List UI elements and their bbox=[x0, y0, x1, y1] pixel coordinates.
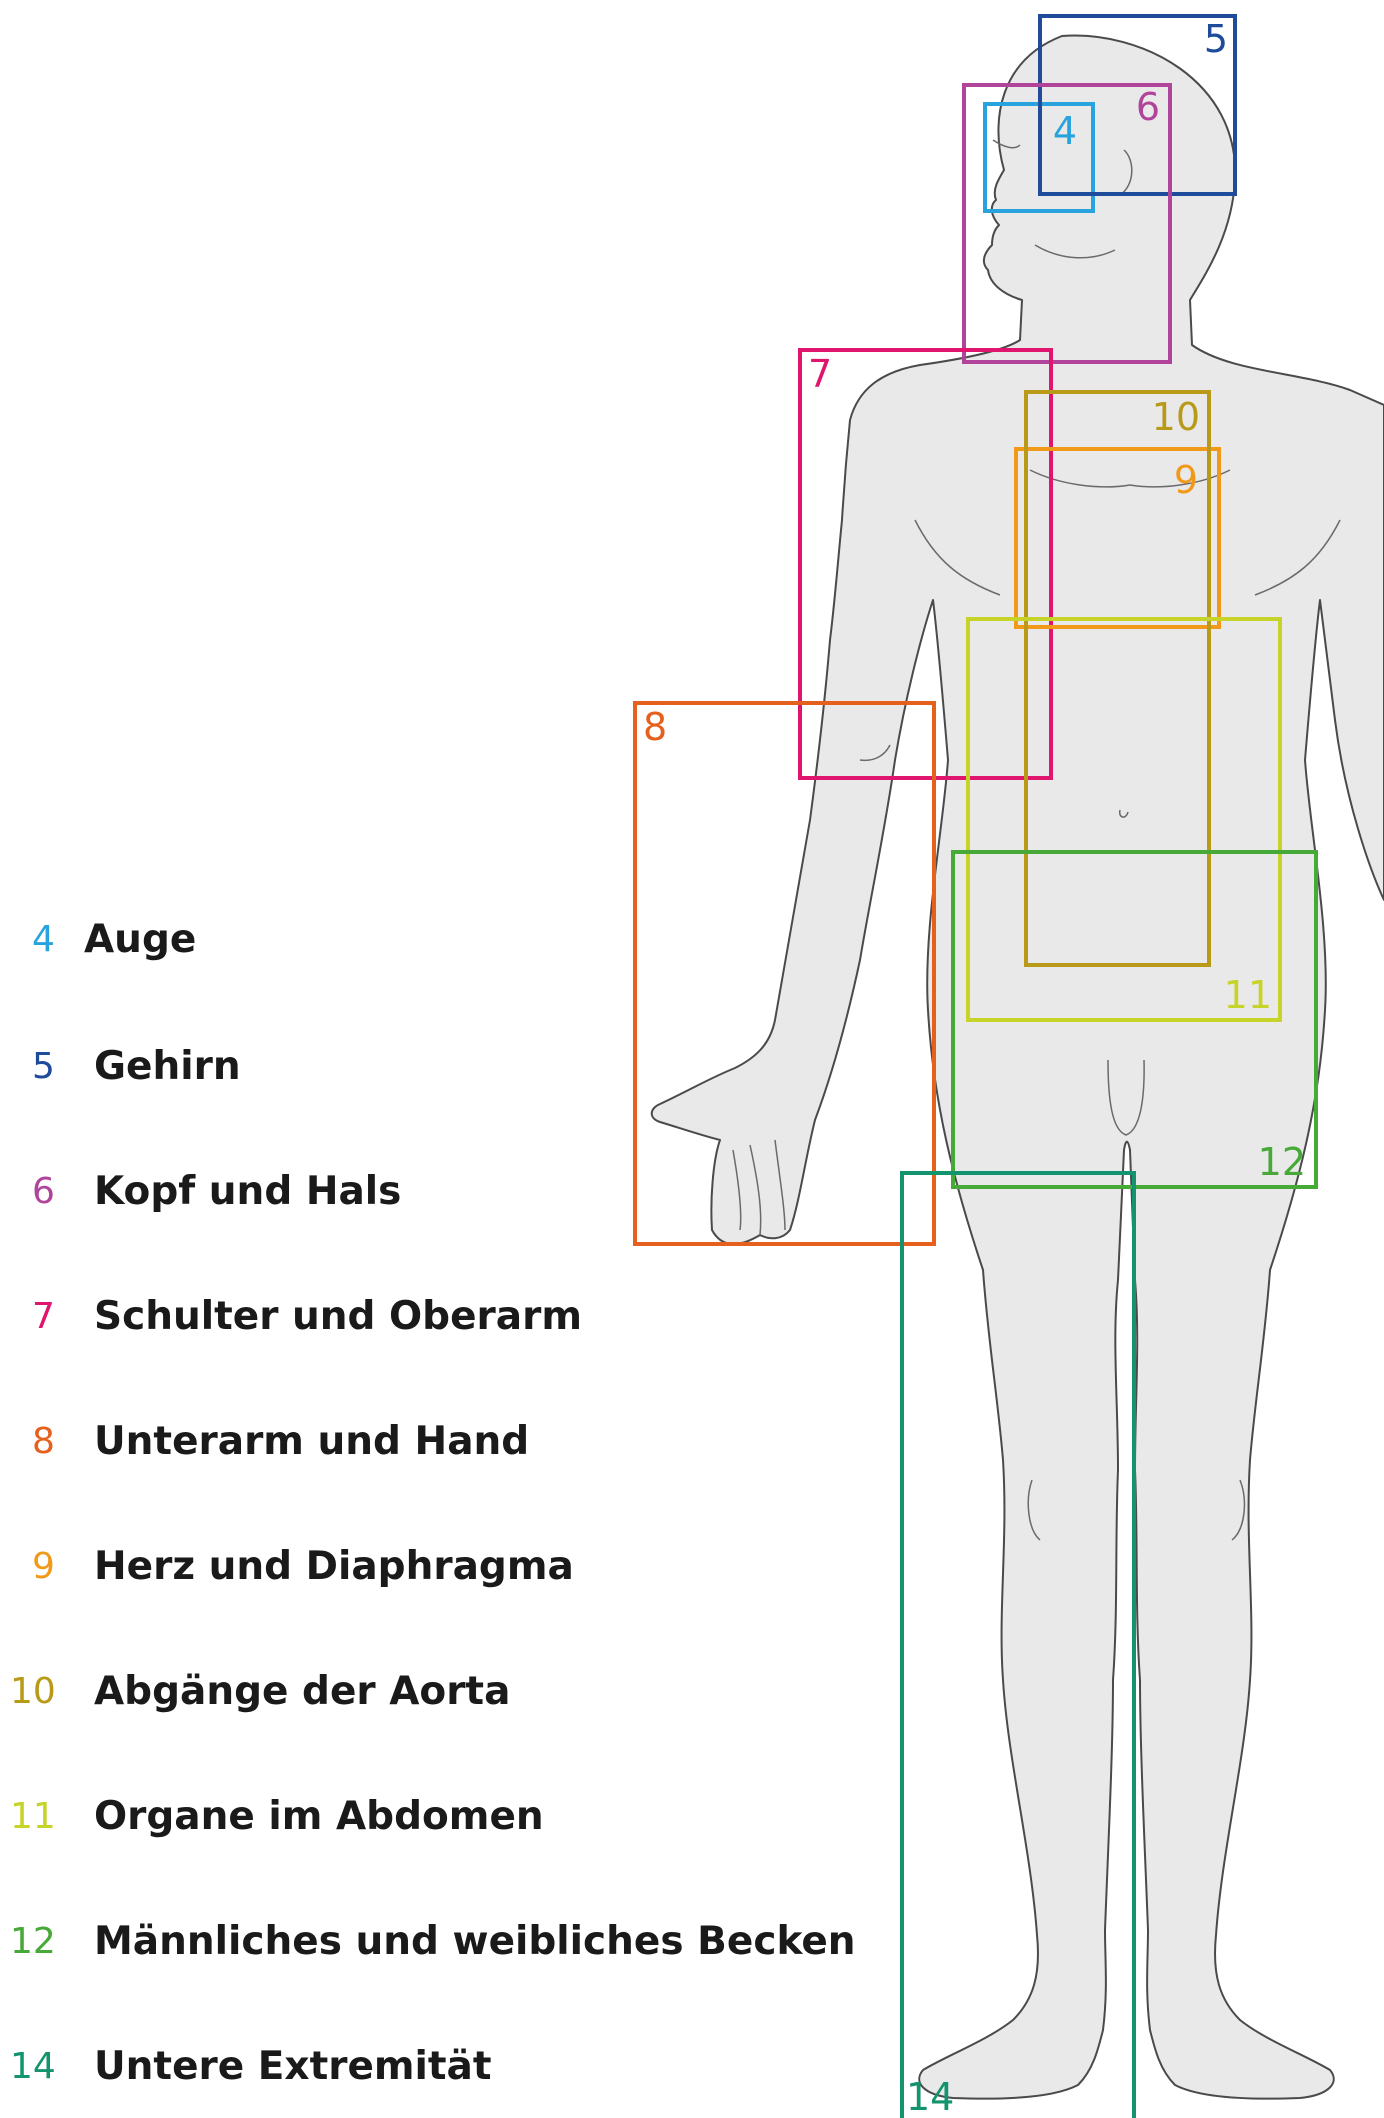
legend: 4 Auge 5 Gehirn 6 Kopf und Hals 7 Schulter und … bbox=[0, 0, 760, 2118]
legend-number: 8 bbox=[32, 1412, 55, 1472]
region-box-number-12: 12 bbox=[1258, 1140, 1306, 1184]
region-box-number-4: 4 bbox=[1053, 109, 1077, 153]
legend-label: Abgänge der Aorta bbox=[94, 1662, 510, 1722]
human-silhouette bbox=[652, 36, 1384, 2099]
legend-label: Gehirn bbox=[94, 1037, 241, 1097]
legend-number: 6 bbox=[32, 1162, 55, 1222]
legend-number: 7 bbox=[32, 1287, 55, 1347]
region-box-number-7: 7 bbox=[808, 352, 832, 396]
region-box-number-14: 14 bbox=[906, 2075, 954, 2118]
legend-number: 11 bbox=[10, 1787, 56, 1847]
region-box-number-5: 5 bbox=[1204, 17, 1228, 61]
legend-label: Männliches und weibliches Becken bbox=[94, 1912, 856, 1972]
legend-number: 5 bbox=[32, 1037, 55, 1097]
legend-number: 4 bbox=[32, 910, 55, 970]
legend-label: Herz und Diaphragma bbox=[94, 1537, 574, 1597]
region-box-number-10: 10 bbox=[1152, 395, 1200, 439]
legend-label: Auge bbox=[84, 910, 196, 970]
legend-number: 12 bbox=[10, 1912, 56, 1972]
legend-number: 14 bbox=[10, 2037, 56, 2097]
legend-label: Kopf und Hals bbox=[94, 1162, 401, 1222]
region-box-number-6: 6 bbox=[1136, 85, 1160, 129]
legend-number: 10 bbox=[10, 1662, 56, 1722]
legend-label: Untere Extremität bbox=[94, 2037, 492, 2097]
region-box-number-9: 9 bbox=[1174, 458, 1198, 502]
legend-label: Schulter und Oberarm bbox=[94, 1287, 582, 1347]
legend-number: 9 bbox=[32, 1537, 55, 1597]
region-box-number-11: 11 bbox=[1224, 973, 1272, 1017]
legend-label: Unterarm und Hand bbox=[94, 1412, 529, 1472]
legend-label: Organe im Abdomen bbox=[94, 1787, 544, 1847]
